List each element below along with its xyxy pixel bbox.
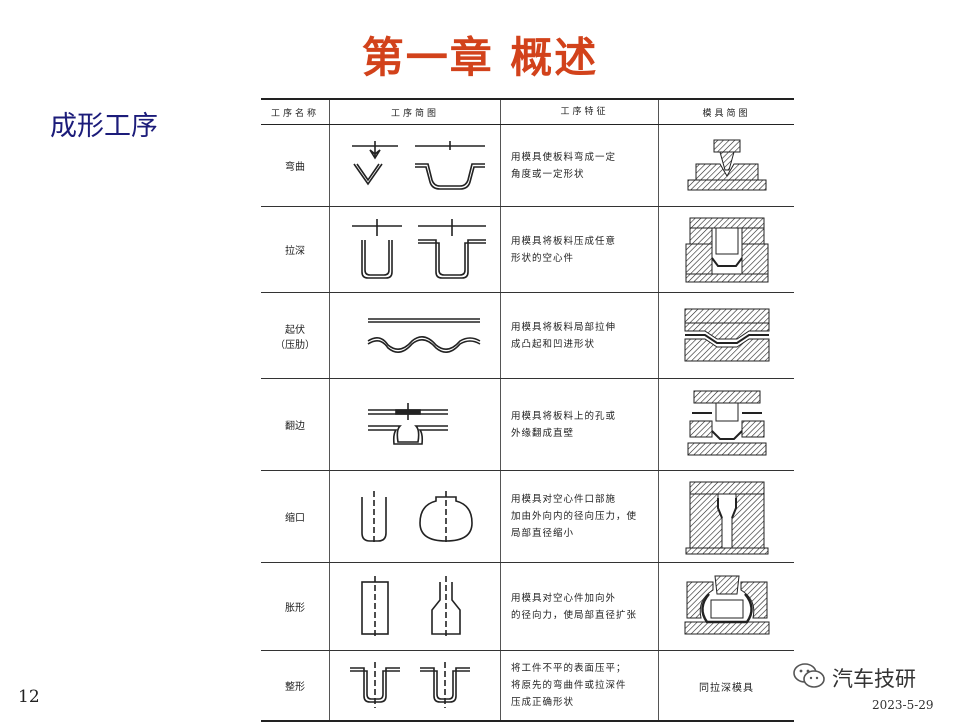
die-sketch-cell: 同拉深模具 xyxy=(658,650,794,722)
feature-line: 用模具使板料弯成一定 xyxy=(511,151,617,163)
table-row: 拉深 xyxy=(261,206,794,293)
feature-line: 用模具将板料上的孔或 xyxy=(511,410,617,422)
feature-line: 将原先的弯曲件或拉深件 xyxy=(511,679,627,691)
process-sketch-cell xyxy=(329,378,501,471)
table-row: 缩口 用模具对空心件口部施 加由外向内的径向压力，使 xyxy=(261,470,794,563)
process-sketch-cell xyxy=(329,206,501,293)
bending-die-sketch xyxy=(687,139,766,190)
feature-line: 形状的空心件 xyxy=(511,252,575,264)
wechat-icon xyxy=(792,662,826,695)
process-sketch-cell xyxy=(329,124,501,207)
process-name: （压肋） xyxy=(275,339,315,351)
process-name: 缩口 xyxy=(285,513,305,524)
feature-line: 局部直径缩小 xyxy=(511,528,575,539)
flanging-sketch xyxy=(368,402,448,445)
bulging-sketch xyxy=(361,575,461,638)
table-row: 弯曲 xyxy=(261,124,794,207)
die-sketch-cell xyxy=(658,124,794,207)
watermark-text: 汽车技研 xyxy=(832,667,916,691)
process-name: 拉深 xyxy=(285,246,305,257)
drawing-die-sketch xyxy=(685,217,768,282)
process-feature-cell: 用模具将板料上的孔或 外缘翻成直壁 xyxy=(500,378,659,471)
feature-line: 用模具将板料压成任意 xyxy=(511,235,617,247)
embossing-sketch xyxy=(367,317,481,353)
process-feature-cell: 用模具将板料压成任意 形状的空心件 xyxy=(500,206,659,293)
die-sketch-cell xyxy=(658,562,794,651)
process-name: 弯曲 xyxy=(285,162,305,173)
header-process-feature: 工序特征 xyxy=(500,98,659,125)
feature-line: 的径向力，使局部直径扩张 xyxy=(511,609,638,621)
process-name-cell: 翻边 xyxy=(261,378,330,471)
process-name-cell: 整形 xyxy=(261,650,330,722)
feature-line: 成凸起和凹进形状 xyxy=(511,338,596,350)
process-name: 胀形 xyxy=(285,603,305,614)
header-process-name: 工序名称 xyxy=(261,98,330,125)
feature-line: 加由外向内的径向压力，使 xyxy=(511,511,638,522)
process-sketch-cell xyxy=(329,292,501,379)
feature-line: 用模具对空心件加向外 xyxy=(511,592,617,604)
process-name-cell: 胀形 xyxy=(261,562,330,651)
die-sketch-text: 同拉深模具 xyxy=(699,682,754,694)
process-name-cell: 起伏 （压肋） xyxy=(261,292,330,379)
die-sketch-cell xyxy=(658,206,794,293)
process-sketch-cell xyxy=(329,562,501,651)
slide-subtitle: 成形工序 xyxy=(50,111,158,142)
process-feature-cell: 用模具将板料局部拉伸 成凸起和凹进形状 xyxy=(500,292,659,379)
feature-line: 外缘翻成直壁 xyxy=(511,427,575,439)
bending-sketch xyxy=(352,140,485,190)
header-die-sketch: 模具简图 xyxy=(658,98,794,125)
feature-line: 用模具将板料局部拉伸 xyxy=(511,321,617,333)
die-sketch-cell xyxy=(658,470,794,563)
process-table: 工序名称 工序简图 工序特征 模具简图 弯曲 xyxy=(261,98,794,722)
flanging-die-sketch xyxy=(687,390,766,455)
table-row: 整形 将工件不平的表面压平； xyxy=(261,650,794,722)
page-number: 12 xyxy=(18,687,40,707)
table-header-row: 工序名称 工序简图 工序特征 模具简图 xyxy=(261,98,794,125)
process-feature-cell: 将工件不平的表面压平； 将原先的弯曲件或拉深件 压成正确形状 xyxy=(500,650,659,722)
sizing-sketch xyxy=(350,662,470,709)
drawing-sketch xyxy=(352,218,486,279)
die-sketch-cell xyxy=(658,292,794,379)
slide-date: 2023-5-29 xyxy=(872,698,934,712)
process-name: 整形 xyxy=(285,681,305,693)
die-sketch-cell xyxy=(658,378,794,471)
feature-line: 压成正确形状 xyxy=(511,696,575,708)
process-name: 起伏 xyxy=(285,324,305,336)
necking-sketch xyxy=(361,490,473,545)
process-feature-cell: 用模具对空心件加向外 的径向力，使局部直径扩张 xyxy=(500,562,659,651)
embossing-die-sketch xyxy=(684,308,769,361)
slide-title: 第一章 概述 xyxy=(361,33,599,82)
header-process-sketch: 工序简图 xyxy=(329,98,501,125)
watermark: 汽车技研 xyxy=(792,662,916,695)
table-row: 起伏 （压肋） 用模具将板料局部拉伸 成凸起和凹进形 xyxy=(261,292,794,379)
table-row: 翻边 用模具将板料上的孔或 xyxy=(261,378,794,471)
necking-die-sketch xyxy=(685,481,768,554)
feature-line: 角度或一定形状 xyxy=(511,168,585,180)
table-row: 胀形 用模具对空心件加向外 的径向力，使局部直径扩张 xyxy=(261,562,794,651)
feature-line: 将工件不平的表面压平； xyxy=(511,662,627,674)
process-name-cell: 拉深 xyxy=(261,206,330,293)
process-sketch-cell xyxy=(329,470,501,563)
bulging-die-sketch xyxy=(684,575,769,634)
process-sketch-cell xyxy=(329,650,501,722)
feature-line: 用模具对空心件口部施 xyxy=(511,494,617,505)
process-feature-cell: 用模具对空心件口部施 加由外向内的径向压力，使 局部直径缩小 xyxy=(500,470,659,563)
process-name-cell: 弯曲 xyxy=(261,124,330,207)
process-feature-cell: 用模具使板料弯成一定 角度或一定形状 xyxy=(500,124,659,207)
process-name-cell: 缩口 xyxy=(261,470,330,563)
process-table-figure: 工序名称 工序简图 工序特征 模具简图 弯曲 xyxy=(261,98,794,722)
process-name: 翻边 xyxy=(285,421,305,432)
